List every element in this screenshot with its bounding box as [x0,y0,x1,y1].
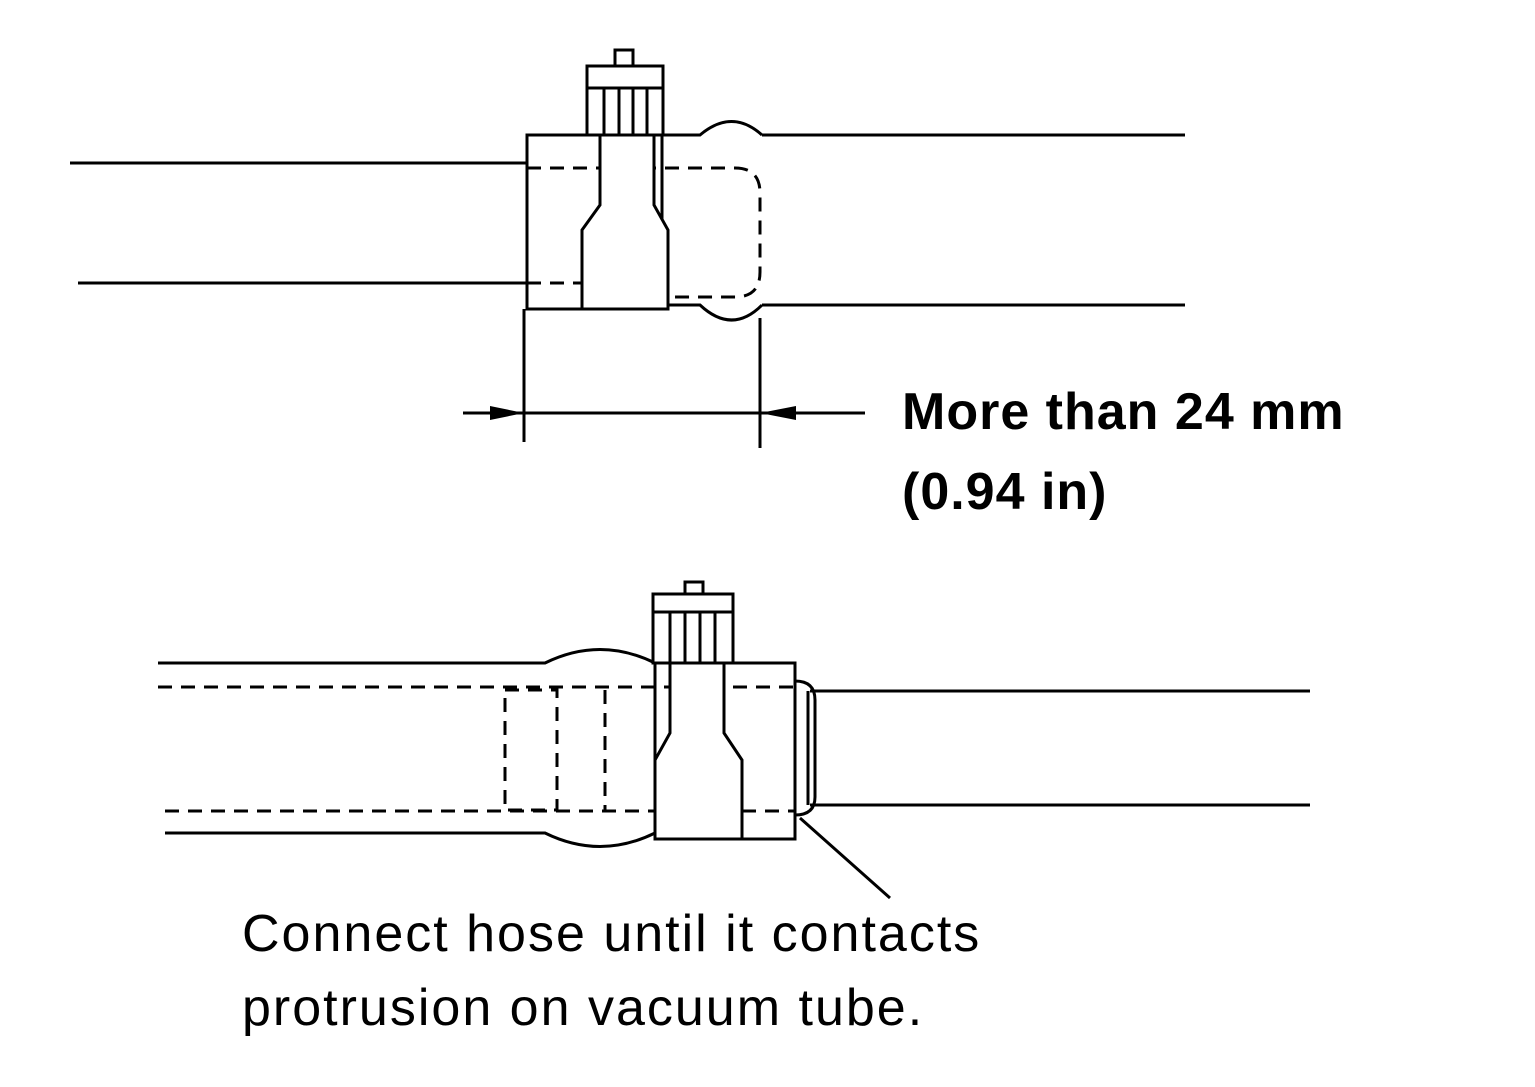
top-vacuum-tube [662,120,1185,322]
protrusion-leader-line [799,816,891,900]
bottom-clamp-head [651,580,735,665]
instruction-note-line2: protrusion on vacuum tube. [242,979,925,1037]
dimension-label-imperial: (0.94 in) [902,463,1108,521]
dimension-label-metric: More than 24 mm [902,383,1345,441]
bottom-vacuum-tube [794,679,1310,817]
bottom-hose-assembly [158,580,1310,900]
top-hose-assembly [70,48,1185,448]
top-clamp-tab [580,133,670,311]
top-left-hose [70,161,527,285]
instruction-note-line1: Connect hose until it contacts [242,905,982,963]
top-clamp-head [585,48,665,137]
vacuum-tube-protrusion [794,679,817,817]
bottom-left-hose [158,648,656,848]
bottom-clamp-tab [653,661,744,841]
top-dimension-lines [463,309,865,448]
top-inner-tube-hidden [527,166,762,299]
